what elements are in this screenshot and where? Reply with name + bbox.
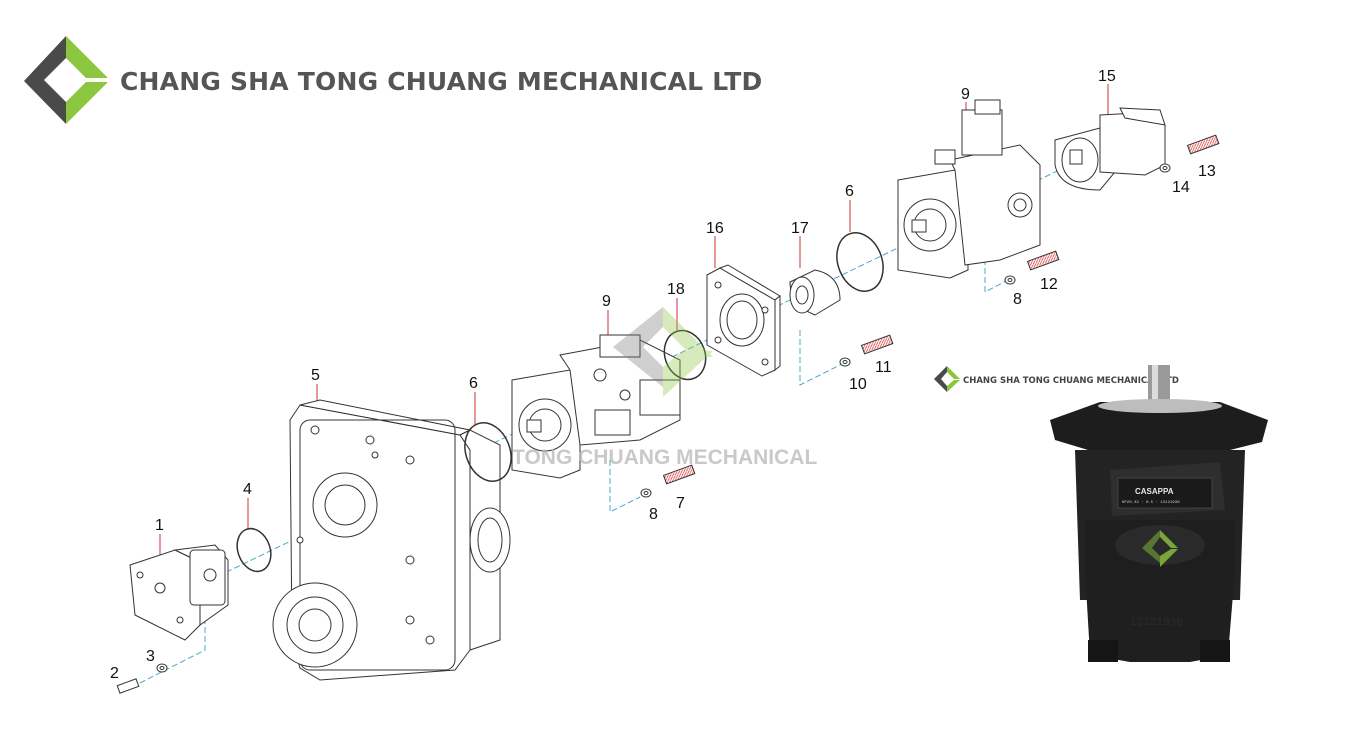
callout-10: 10 [849,376,867,393]
part-bolt-12 [1026,250,1060,271]
header: CHANG SHA TONG CHUANG MECHANICAL LTD [22,34,762,128]
part-o-ring-6b [836,232,884,292]
callout-11: 11 [875,359,892,376]
part-washer-3 [156,663,168,673]
callout-7: 7 [676,495,685,512]
part-bolt-7 [662,464,696,485]
callout-17: 17 [791,220,809,237]
callout-8b: 8 [1013,291,1022,308]
part-gearbox-housing-5 [272,399,511,681]
callout-9a: 9 [602,293,611,310]
callout-labels: 1 2 3 4 5 6 6 7 8 8 9 9 10 11 12 13 14 1… [110,68,1216,682]
part-bolt-11 [860,334,894,355]
company-logo [24,36,108,124]
part-washer-8a [640,488,652,498]
casappa-label: CASAPPA [1135,487,1174,496]
svg-text:KP20.33 · 0.5 · 13121938: KP20.33 · 0.5 · 13121938 [1122,501,1180,505]
serial-stamp: 13121938 [1130,617,1183,629]
callout-5: 5 [311,367,320,384]
part-o-ring-6a [464,422,512,482]
photo-company-name: CHANG SHA TONG CHUANG MECHANICAL LTD [963,376,1179,386]
callout-15: 15 [1098,68,1116,85]
callout-8a: 8 [649,506,658,523]
callout-3: 3 [146,648,155,665]
part-washer-8b [1004,275,1016,285]
callout-9b: 9 [961,86,970,103]
part-hydraulic-pump-9b [897,99,1041,279]
part-washer-14 [1159,163,1171,173]
part-bolt-13 [1186,134,1220,155]
callout-12: 12 [1040,276,1058,293]
photo-logo-icon [934,366,960,392]
callout-14: 14 [1172,179,1190,196]
center-watermark [613,307,713,397]
callout-16: 16 [706,220,724,237]
part-gear-pump-15 [1054,107,1166,191]
callout-6b: 6 [845,183,854,200]
part-o-ring-4 [236,527,272,573]
callout-6a: 6 [469,375,478,392]
part-hydraulic-pump-9a [511,334,681,479]
callout-1: 1 [155,517,164,534]
product-photo: CHANG SHA TONG CHUANG MECHANICAL LTD CAS… [934,365,1268,662]
part-adapter-flange-16 [706,264,781,377]
part-coupling-17 [789,269,841,316]
watermark-text: TONG CHUANG MECHANICAL [512,446,817,469]
callout-13: 13 [1198,163,1216,180]
photo-watermark-icon [1142,530,1178,567]
part-bolt-2 [116,678,140,694]
part-o-ring-18 [663,329,707,381]
part-gear-pump-1 [129,544,229,641]
callout-2: 2 [110,665,119,682]
callout-4: 4 [243,481,252,498]
company-name: CHANG SHA TONG CHUANG MECHANICAL LTD [120,66,763,96]
part-washer-10 [839,357,851,367]
callout-18: 18 [667,281,685,298]
